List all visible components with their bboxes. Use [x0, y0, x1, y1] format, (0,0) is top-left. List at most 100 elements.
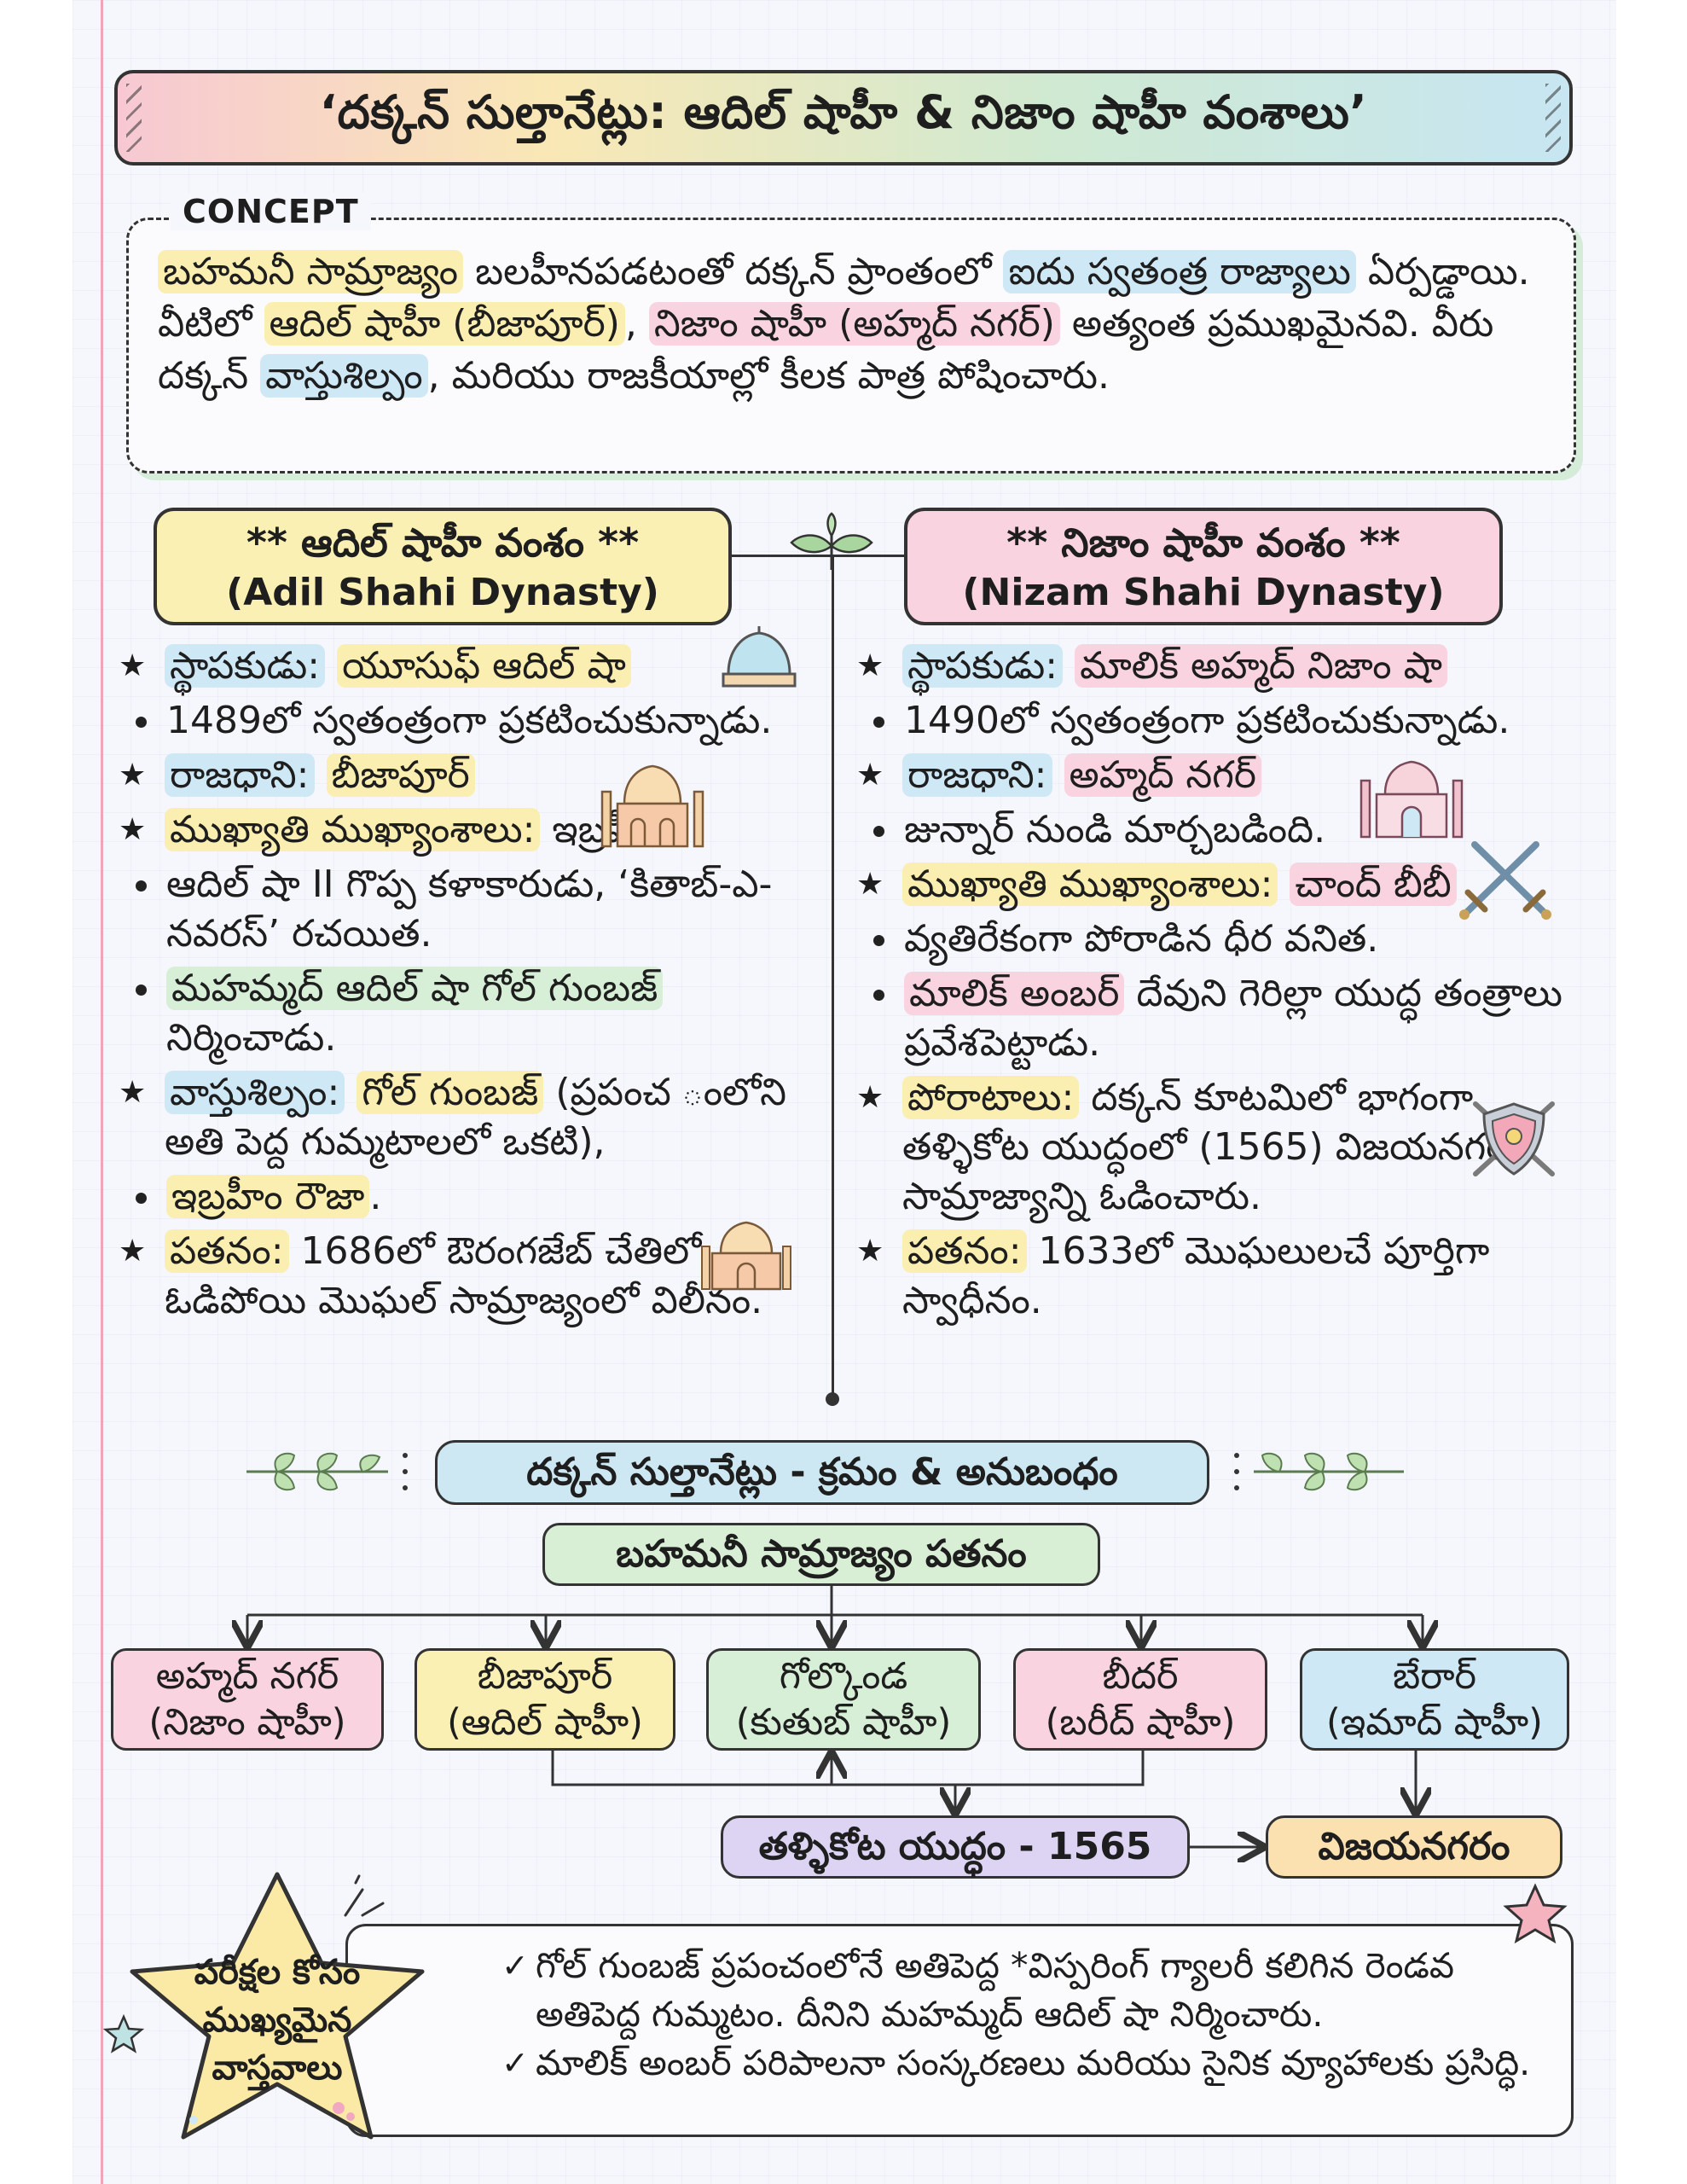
kingdom-dynasty: (బరీద్ షాహీ) — [1045, 1701, 1236, 1744]
mosque-icon — [701, 1221, 791, 1291]
connector-line — [732, 555, 832, 557]
dot-bullet-item: 1489లో స్వతంత్రంగా ప్రకటించుకున్నాడు. — [115, 696, 806, 746]
title-banner: ‘దక్కన్ సుల్తానేట్లు: ఆదిల్ షాహీ & నిజాం… — [114, 70, 1573, 166]
dot-bullet-item: వ్యతిరేకంగా పోరాడిన ధీర వనిత. — [853, 915, 1586, 964]
mosque-icon — [1359, 760, 1464, 839]
exam-badge-text: పరీక్షల కోసం ముఖ్యమైన వాస్తవాలు — [194, 1953, 361, 2088]
highlighted-text: యూసుఫ్ ఆదిల్ షా — [337, 644, 631, 688]
highlighted-text: రాజధాని: — [165, 753, 315, 797]
text-run: బలహీనపడటంతో దక్కన్ ప్రాంతంలో — [463, 250, 1004, 293]
highlighted-text: మాలిక్ అహ్మద్ నిజాం షా — [1075, 644, 1447, 688]
exam-facts-box: గోల్ గుంబజ్ ప్రపంచంలోనే అతిపెద్ద *విస్పర… — [345, 1924, 1574, 2137]
star-badge-icon — [130, 1872, 425, 2140]
kingdom-dynasty: (ఇమాద్ షాహీ) — [1326, 1701, 1543, 1744]
page-title: ‘దక్కన్ సుల్తానేట్లు: ఆదిల్ షాహీ & నిజాం… — [319, 84, 1368, 139]
kingdom-name: బీదర్ — [1102, 1655, 1179, 1698]
highlighted-text: ఐదు స్వతంత్ర రాజ్యాలు — [1003, 250, 1356, 293]
star-bullet-item: రాజధాని: బీజాపూర్ — [115, 751, 806, 800]
concept-box: బహమనీ సామ్రాజ్యం బలహీనపడటంతో దక్కన్ ప్రా… — [126, 218, 1576, 473]
text-run: దక్కన్ కూటమిలో భాగంగా తళ్ళికోట యుద్ధంలో … — [902, 1076, 1509, 1218]
text-run: 1490లో స్వతంత్రంగా ప్రకటించుకున్నాడు. — [904, 699, 1510, 742]
star-bullet-item: స్థాపకుడు: యూసుఫ్ ఆదిల్ షా — [115, 642, 806, 691]
text-run: వ్యతిరేకంగా పోరాడిన ధీర వనిత. — [904, 917, 1379, 961]
exam-fact: గోల్ గుంబజ్ ప్రపంచంలోనే అతిపెద్ద *విస్పర… — [501, 1942, 1545, 2039]
highlighted-text: మాలిక్ అంబర్ — [904, 972, 1125, 1015]
text-run: 1686లో ఔరంగజేబ్ చేతిలో ఓడిపోయి మొఘల్ సామ… — [165, 1229, 763, 1322]
highlighted-text: బీజాపూర్ — [326, 753, 475, 797]
kingdom-node: అహ్మద్ నగర్ (నిజాం షాహీ) — [111, 1648, 384, 1751]
margin-line — [101, 0, 103, 2184]
concept-text: బహమనీ సామ్రాజ్యం బలహీనపడటంతో దక్కన్ ప్రా… — [158, 246, 1545, 402]
text-run: ఆదిల్ షా II గొప్ప కళాకారుడు, ‘కితాబ్-ఎ-న… — [166, 863, 773, 956]
kingdom-node: గోల్కొండ (కుతుబ్ షాహీ) — [706, 1648, 981, 1751]
mosque-icon — [600, 764, 704, 848]
highlighted-text: గోల్ గుంబజ్ — [357, 1071, 544, 1114]
star-icon — [102, 2013, 145, 2053]
star-bullet-item: పోరాటాలు: దక్కన్ కూటమిలో భాగంగా తళ్ళికోట… — [853, 1073, 1586, 1222]
kingdom-node: బీజాపూర్ (ఆదిల్ షాహీ) — [415, 1648, 675, 1751]
highlighted-text: చాంద్ బీబీ — [1290, 863, 1457, 906]
kingdom-dynasty: (ఆదిల్ షాహీ) — [447, 1701, 643, 1744]
kingdom-dynasty: (కుతుబ్ షాహీ) — [735, 1701, 952, 1744]
text-run: జున్నార్ నుండి మార్చబడింది. — [904, 808, 1326, 851]
dot-bullet-item: ఇబ్రహీం రౌజా. — [115, 1172, 806, 1222]
zigzag-decoration — [126, 84, 142, 152]
kingdom-name: గోల్కొండ — [779, 1655, 908, 1698]
kingdom-node: బీదర్ (బరీద్ షాహీ) — [1013, 1648, 1267, 1751]
text-run: నిర్మించాడు. — [166, 1016, 337, 1060]
connector-line — [834, 555, 904, 557]
text-run: 1633లో మొఘలులచే పూర్తిగా స్వాధీనం. — [902, 1229, 1490, 1322]
bahmani-fall-node: బహమనీ సామ్రాజ్యం పతనం — [542, 1523, 1100, 1586]
nizam-shahi-column: స్థాపకుడు: మాలిక్ అహ్మద్ నిజాం షా 1490లో … — [853, 642, 1586, 1331]
highlighted-text: ఆదిల్ షాహీ (బీజాపూర్) — [264, 302, 625, 346]
highlighted-text: నిజాం షాహీ (అహ్మద్ నగర్) — [648, 302, 1060, 346]
highlighted-text: రాజధాని: — [902, 753, 1052, 797]
dot-bullet-item: మాలిక్ అంబర్ దేవుని గెరిల్లా యుద్ధ తంత్ర… — [853, 969, 1586, 1068]
text-run: , మరియు రాజకీయాల్లో కీలక పాత్ర పోషించారు… — [427, 354, 1110, 398]
shield-icon — [1473, 1101, 1555, 1176]
vijayanagara-node: విజయనగరం — [1266, 1815, 1562, 1879]
dot-bullet-item: మహమ్మద్ ఆదిల్ షా గోల్ గుంబజ్ నిర్మించాడు… — [115, 964, 806, 1063]
star-bullet-item: ముఖ్యాతి ముఖ్యాంశాలు: చాంద్ బీబీ — [853, 860, 1586, 909]
dome-icon — [722, 626, 797, 688]
sprout-icon — [790, 512, 873, 570]
column-divider — [832, 555, 834, 1395]
highlighted-text: అహ్మద్ నగర్ — [1064, 753, 1262, 797]
text-run: అత్యంత ప్రముఖమైనవి. వీరు దక్కన్ — [158, 302, 1494, 398]
text-run: 1489లో స్వతంత్రంగా ప్రకటించుకున్నాడు. — [166, 699, 773, 742]
dot-bullet-item: జున్నార్ నుండి మార్చబడింది. — [853, 805, 1586, 855]
highlighted-text: పతనం: — [165, 1229, 289, 1273]
leaf-branch-icon — [1234, 1452, 1404, 1491]
kingdom-name: బీజాపూర్ — [477, 1655, 613, 1698]
star-bullet-item: పతనం: 1686లో ఔరంగజేబ్ చేతిలో ఓడిపోయి మొఘ… — [115, 1227, 806, 1326]
adil-shahi-subtitle: (Adil Shahi Dynasty) — [226, 571, 659, 614]
star-bullet-item: రాజధాని: అహ్మద్ నగర్ — [853, 751, 1586, 800]
highlighted-text: బహమనీ సామ్రాజ్యం — [158, 250, 464, 293]
star-bullet-item: స్థాపకుడు: మాలిక్ అహ్మద్ నిజాం షా — [853, 642, 1586, 691]
sequence-title: దక్కన్ సుల్తానేట్లు - క్రమం & అనుబంధం — [435, 1440, 1209, 1505]
divider-end-dot — [826, 1392, 839, 1406]
nizam-shahi-header: ** నిజాం షాహీ వంశం ** (Nizam Shahi Dynas… — [904, 508, 1503, 625]
highlighted-text: వాస్తుశిల్పం — [260, 354, 428, 398]
highlighted-text: మహమ్మద్ ఆదిల్ షా గోల్ గుంబజ్ — [166, 967, 664, 1010]
battle-node: తళ్ళికోట యుద్ధం - 1565 — [721, 1815, 1190, 1879]
nizam-shahi-subtitle: (Nizam Shahi Dynasty) — [962, 571, 1445, 614]
highlighted-text: ఇబ్రహీం రౌజా — [166, 1175, 370, 1218]
highlighted-text: స్థాపకుడు: — [165, 644, 326, 688]
star-bullet-item: వాస్తుశిల్పం: గోల్ గుంబజ్ (ప్రపంచ ంలోని … — [115, 1068, 806, 1167]
highlighted-text: పతనం: — [902, 1229, 1027, 1273]
text-run: ఏర్పడ్డాయి. వీటిలో — [158, 250, 1530, 346]
nizam-shahi-title: ** నిజాం షాహీ వంశం ** — [1006, 520, 1400, 566]
text-run: (ప్రపంచ ంలోని అతి పెద్ద గుమ్మటాలలో ఒకటి)… — [165, 1071, 787, 1164]
text-run: . — [369, 1175, 382, 1218]
kingdom-node: బేరార్ (ఇమాద్ షాహీ) — [1300, 1648, 1569, 1751]
highlighted-text: ముఖ్యాతి ముఖ్యాంశాలు: — [902, 863, 1278, 906]
concept-label: CONCEPT — [171, 193, 371, 230]
text-run: , — [624, 302, 649, 346]
sparkle-icon — [344, 1874, 385, 1917]
text-run: దేవుని గెరిల్లా యుద్ధ తంత్రాలు ప్రవేశపెట… — [904, 972, 1563, 1065]
highlighted-text: వాస్తుశిల్పం: — [165, 1071, 345, 1114]
dot-bullet-item: ఆదిల్ షా II గొప్ప కళాకారుడు, ‘కితాబ్-ఎ-న… — [115, 860, 806, 959]
kingdom-dynasty: (నిజాం షాహీ) — [148, 1701, 346, 1744]
